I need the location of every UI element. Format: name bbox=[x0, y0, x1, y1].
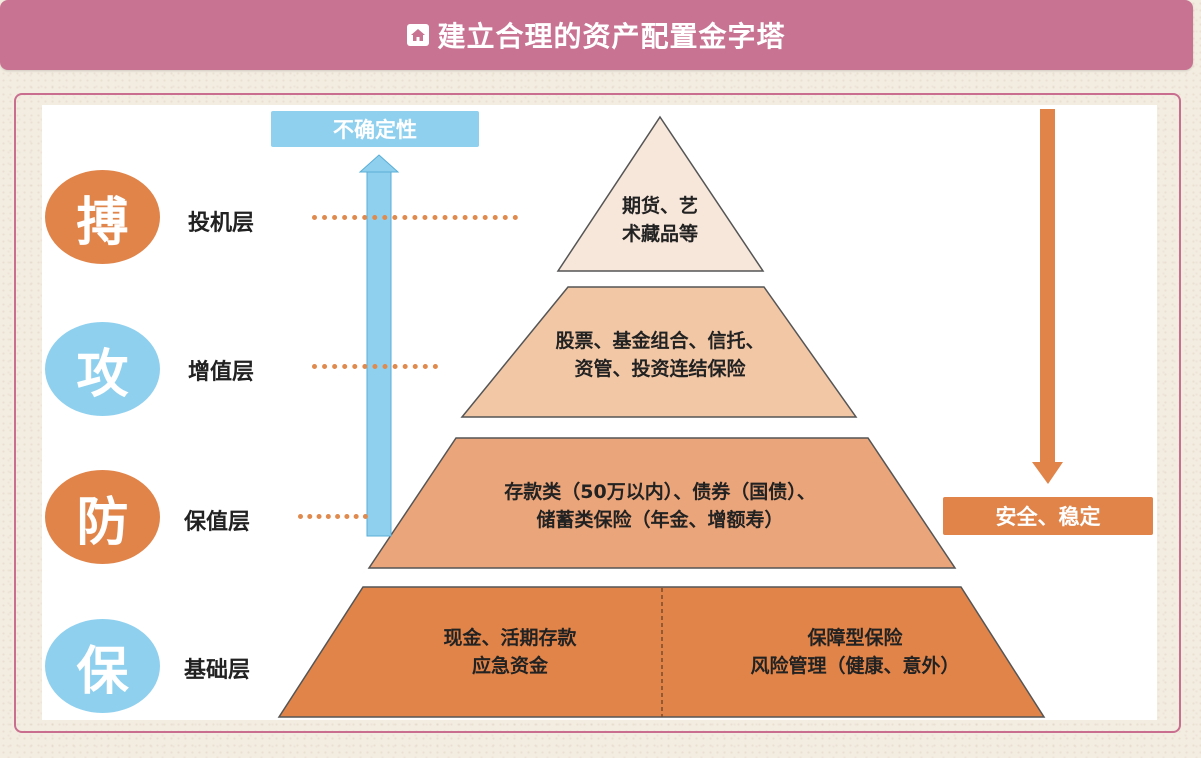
layer-label-base: 基础层 bbox=[184, 658, 251, 683]
pyramid-tier-speculation bbox=[556, 115, 765, 272]
tier-text-line: 期货、艺 bbox=[621, 195, 698, 217]
tier-text-line: 股票、基金组合、信托、 bbox=[555, 330, 765, 352]
circle-speculate: 搏 bbox=[45, 170, 160, 264]
tier-base-right-text: 保障型保险 风险管理（健康、意外） bbox=[685, 624, 1025, 680]
home-icon bbox=[407, 24, 430, 46]
dotted-connector bbox=[312, 364, 438, 369]
layer-label-growth: 增值层 bbox=[188, 360, 255, 385]
layer-label-speculation: 投机层 bbox=[188, 211, 255, 236]
pyramid-tier-preserve bbox=[367, 437, 957, 569]
tier-text-line: 应急资金 bbox=[471, 655, 548, 677]
tier-text-line: 存款类（50万以内）、债券（国债）、 bbox=[504, 481, 816, 503]
tier-text-line: 现金、活期存款 bbox=[443, 627, 577, 649]
page-title: 建立合理的资产配置金字塔 bbox=[437, 20, 786, 53]
tier-text-line: 资管、投资连结保险 bbox=[574, 358, 746, 380]
tier-preserve-text: 存款类（50万以内）、债券（国债）、 储蓄类保险（年金、增额寿） bbox=[400, 478, 920, 534]
layer-label-preserve: 保值层 bbox=[184, 510, 251, 535]
tier-text-line: 术藏品等 bbox=[621, 223, 698, 245]
circle-protect: 保 bbox=[45, 619, 160, 713]
pyramid-tier-growth bbox=[460, 286, 858, 418]
uncertainty-arrow-up bbox=[358, 154, 400, 537]
tier-speculation-text: 期货、艺 术藏品等 bbox=[560, 192, 760, 248]
safety-arrow-down bbox=[1032, 109, 1063, 484]
diagram-frame bbox=[14, 93, 1181, 733]
dotted-connector bbox=[298, 514, 368, 519]
tier-text-line: 风险管理（健康、意外） bbox=[750, 655, 960, 677]
circle-attack: 攻 bbox=[45, 322, 160, 416]
tier-text-line: 保障型保险 bbox=[807, 627, 903, 649]
circle-defend: 防 bbox=[45, 470, 160, 564]
uncertainty-label: 不确定性 bbox=[271, 111, 479, 147]
tier-growth-text: 股票、基金组合、信托、 资管、投资连结保险 bbox=[470, 327, 850, 383]
header-bar: 建立合理的资产配置金字塔 bbox=[0, 0, 1193, 70]
dotted-connector bbox=[312, 215, 518, 220]
safety-label: 安全、稳定 bbox=[943, 497, 1153, 535]
tier-text-line: 储蓄类保险（年金、增额寿） bbox=[536, 509, 784, 531]
tier-base-left-text: 现金、活期存款 应急资金 bbox=[380, 624, 640, 680]
